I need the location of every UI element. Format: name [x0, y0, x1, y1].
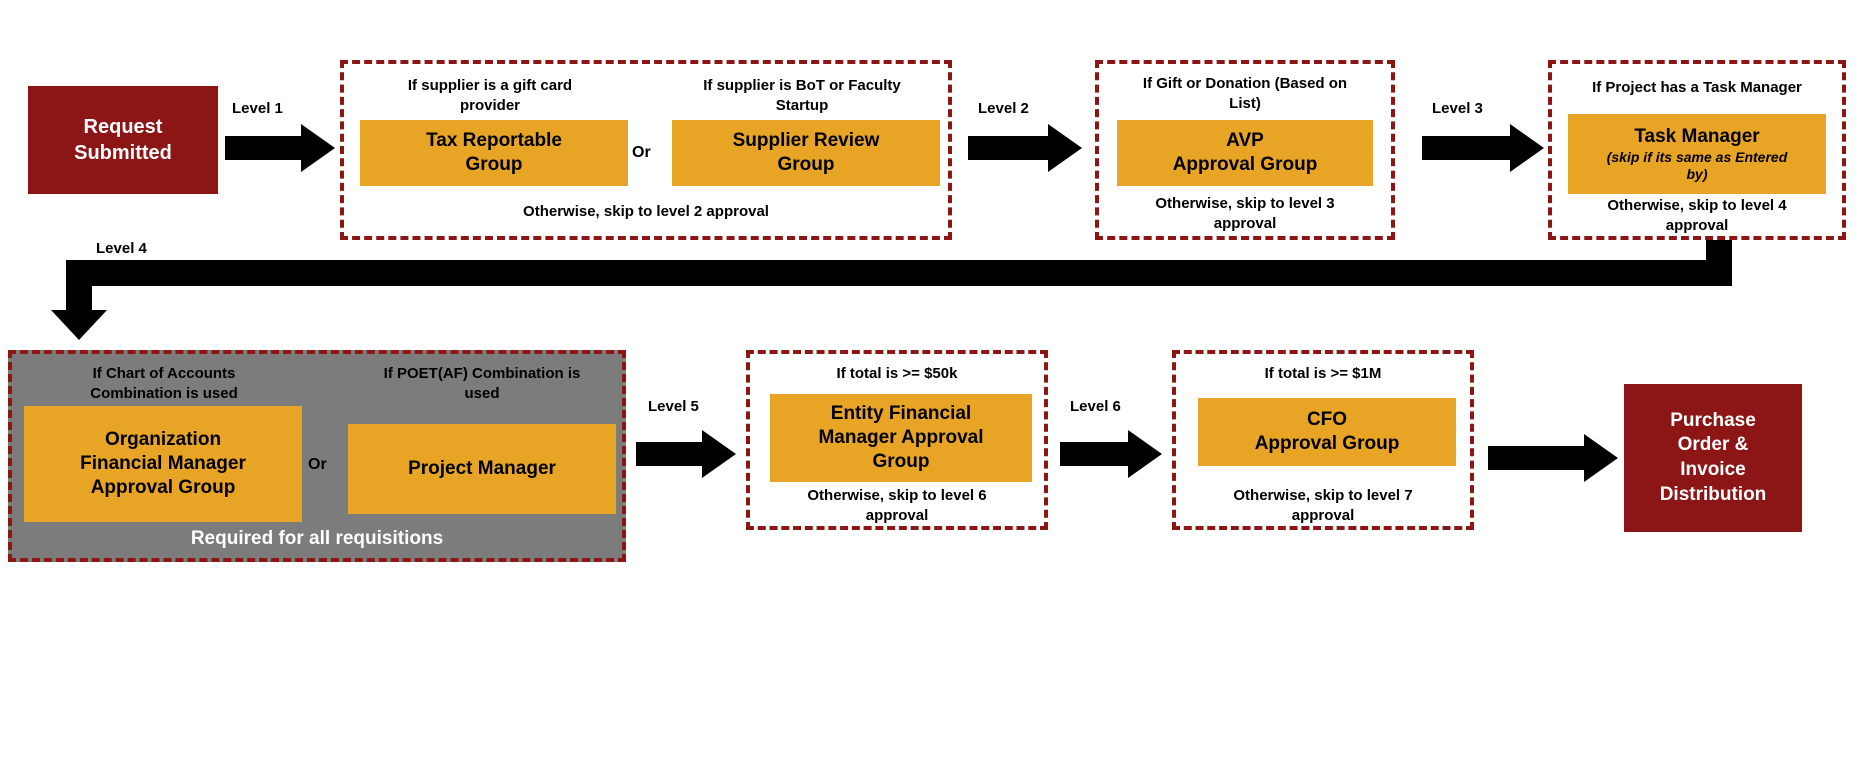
bot-faculty-condition: If supplier is BoT or Faculty Startup: [703, 77, 901, 114]
gift-card-condition: If supplier is a gift card provider: [407, 77, 573, 114]
level-6-arrow: [1060, 430, 1162, 478]
level-2-arrow: [968, 124, 1082, 172]
otherwise-level2-text: Otherwise, skip to level 2 approval: [523, 203, 769, 220]
project-manager-label: Project Manager: [408, 458, 556, 480]
arrow-shaft: [1422, 136, 1510, 160]
level-2-stage: If Gift or Donation (Based on List) AVP …: [1095, 60, 1395, 240]
avp-approval-group-label: AVP Approval Group: [1172, 130, 1318, 175]
level-4-connector-left-vertical: [66, 260, 92, 312]
level-6-arrow-label: Level 6: [1070, 398, 1121, 415]
tax-reportable-group-label: Tax Reportable Group: [426, 130, 562, 175]
level-2-arrow-label: Level 2: [978, 100, 1029, 117]
otherwise-level3-text: Otherwise, skip to level 3 approval: [1155, 195, 1335, 232]
tax-reportable-group-box: Tax Reportable Group: [360, 120, 628, 186]
otherwise-level6-text: Otherwise, skip to level 6 approval: [807, 487, 987, 524]
level-3-stage: If Project has a Task Manager Task Manag…: [1548, 60, 1846, 240]
arrow-shaft: [1488, 446, 1584, 470]
purchase-order-node: Purchase Order & Invoice Distribution: [1624, 384, 1802, 532]
request-submitted-label: Request Submitted: [74, 116, 172, 164]
final-arrow: [1488, 434, 1618, 482]
arrow-shaft: [225, 136, 301, 160]
level-3-arrow-label: Level 3: [1432, 100, 1483, 117]
arrow-head-icon: [702, 430, 736, 478]
entity-financial-manager-box: Entity Financial Manager Approval Group: [770, 394, 1032, 482]
level-4-arrow-label: Level 4: [96, 240, 147, 257]
task-manager-label: Task Manager: [1634, 126, 1760, 148]
arrow-head-icon: [1584, 434, 1618, 482]
org-financial-manager-box: Organization Financial Manager Approval …: [24, 406, 302, 522]
org-financial-manager-label: Organization Financial Manager Approval …: [80, 429, 246, 498]
supplier-review-group-label: Supplier Review Group: [732, 130, 880, 175]
total-1m-condition: If total is >= $1M: [1264, 365, 1382, 382]
arrow-head-icon: [1048, 124, 1082, 172]
cfo-approval-group-label: CFO Approval Group: [1254, 409, 1400, 454]
level-3-arrow: [1422, 124, 1544, 172]
arrow-head-icon: [301, 124, 335, 172]
otherwise-level7-text: Otherwise, skip to level 7 approval: [1233, 487, 1413, 524]
total-50k-condition: If total is >= $50k: [836, 365, 958, 382]
level-5-stage: If total is >= $50k Entity Financial Man…: [746, 350, 1048, 530]
project-manager-box: Project Manager: [348, 424, 616, 514]
avp-approval-group-box: AVP Approval Group: [1117, 120, 1373, 186]
level-4-arrow-head-icon: [51, 310, 107, 340]
or-label-level1: Or: [632, 144, 651, 161]
cfo-approval-group-box: CFO Approval Group: [1198, 398, 1456, 466]
level-4-stage: If Chart of Accounts Combination is used…: [8, 350, 626, 562]
entity-financial-manager-label: Entity Financial Manager Approval Group: [818, 403, 984, 472]
required-all-requisitions-text: Required for all requisitions: [190, 528, 444, 549]
chart-of-accounts-condition: If Chart of Accounts Combination is used: [90, 365, 238, 402]
arrow-shaft: [968, 136, 1048, 160]
task-manager-condition: If Project has a Task Manager: [1592, 79, 1802, 96]
request-submitted-node: Request Submitted: [28, 86, 218, 194]
supplier-review-group-box: Supplier Review Group: [672, 120, 940, 186]
gift-donation-condition: If Gift or Donation (Based on List): [1142, 75, 1348, 112]
level-1-arrow-label: Level 1: [232, 100, 283, 117]
level-1-stage: If supplier is a gift card provider Tax …: [340, 60, 952, 240]
poet-af-condition: If POET(AF) Combination is used: [383, 365, 581, 402]
level-4-connector-horizontal: [76, 260, 1732, 286]
arrow-head-icon: [1510, 124, 1544, 172]
level-6-stage: If total is >= $1M CFO Approval Group Ot…: [1172, 350, 1474, 530]
level-5-arrow: [636, 430, 736, 478]
arrow-head-icon: [1128, 430, 1162, 478]
task-manager-note: (skip if its same as Entered by): [1606, 149, 1788, 182]
or-label-level4: Or: [308, 456, 327, 473]
arrow-shaft: [1060, 442, 1128, 466]
level-1-arrow: [225, 124, 335, 172]
otherwise-level4-text: Otherwise, skip to level 4 approval: [1607, 197, 1787, 234]
task-manager-box: Task Manager (skip if its same as Entere…: [1568, 114, 1826, 194]
arrow-shaft: [636, 442, 702, 466]
purchase-order-label: Purchase Order & Invoice Distribution: [1659, 409, 1767, 505]
level-5-arrow-label: Level 5: [648, 398, 699, 415]
